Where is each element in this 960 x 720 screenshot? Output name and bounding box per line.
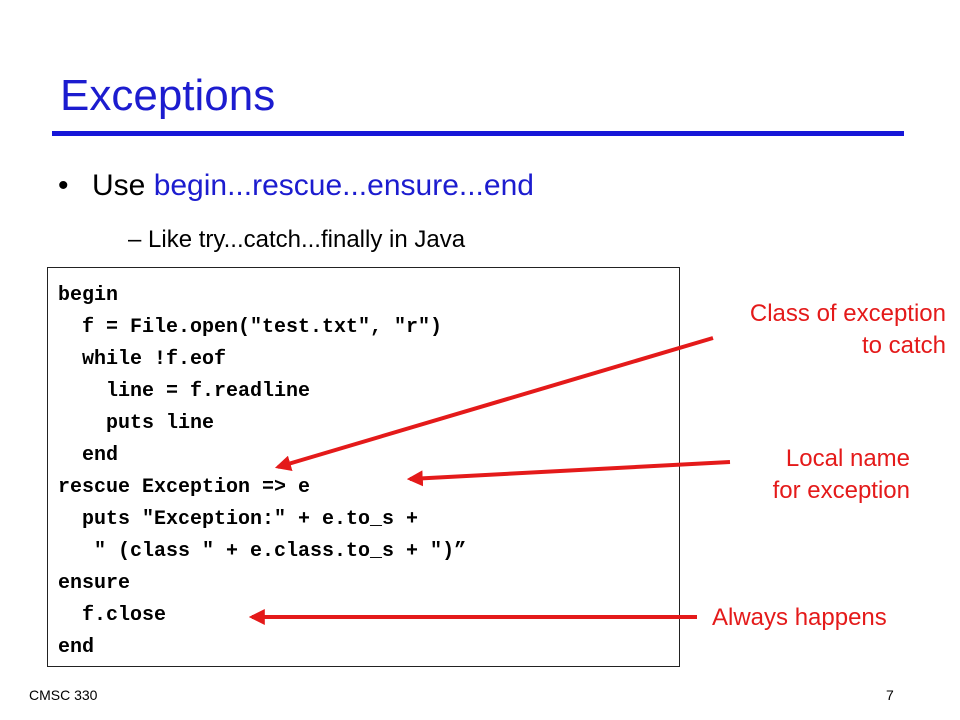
code-block: begin f = File.open("test.txt", "r") whi… (47, 267, 680, 667)
code-line: f = File.open("test.txt", "r") (58, 316, 443, 339)
annotation-always-happens: Always happens (712, 604, 887, 631)
code-line: while !f.eof (58, 348, 227, 371)
annotation-local-name: Local name for exception (700, 443, 910, 507)
code-line: ensure (58, 572, 131, 595)
annotation-line: to catch (861, 332, 946, 359)
code-line: " (class " + e.class.to_s + ")” (58, 540, 467, 563)
code-line: end (58, 444, 119, 467)
bullet-keyword: begin...rescue...ensure...end (153, 169, 534, 202)
arrow-to-local-name (406, 460, 731, 487)
sub-bullet-dash: – (128, 226, 142, 253)
bullet-prefix: Use (92, 169, 154, 202)
bullet-dot-icon: • (58, 169, 69, 202)
footer-course: CMSC 330 (29, 687, 98, 703)
bullet-sub: – Like try...catch...finally in Java (128, 228, 465, 252)
code-line: line = f.readline (58, 380, 311, 403)
code-line: end (58, 636, 95, 659)
annotation-line: for exception (772, 477, 910, 504)
sub-bullet-text: Like try...catch...finally in Java (148, 226, 466, 253)
code-line: puts line (58, 412, 215, 435)
bullet-main: • Use begin...rescue...ensure...end (58, 171, 534, 201)
code-line: puts "Exception:" + e.to_s + (58, 508, 419, 531)
title-underline (52, 131, 904, 136)
annotation-line: Class of exception (749, 300, 946, 327)
arrow-to-exception-class (274, 336, 714, 472)
annotation-line: Local name (785, 445, 910, 472)
footer-page-number: 7 (886, 687, 894, 703)
code-line: rescue Exception => e (58, 476, 311, 499)
code-line: begin (58, 284, 119, 307)
slide-title: Exceptions (60, 71, 276, 120)
annotation-exception-class: Class of exception to catch (680, 298, 946, 362)
code-line: f.close (58, 604, 167, 627)
